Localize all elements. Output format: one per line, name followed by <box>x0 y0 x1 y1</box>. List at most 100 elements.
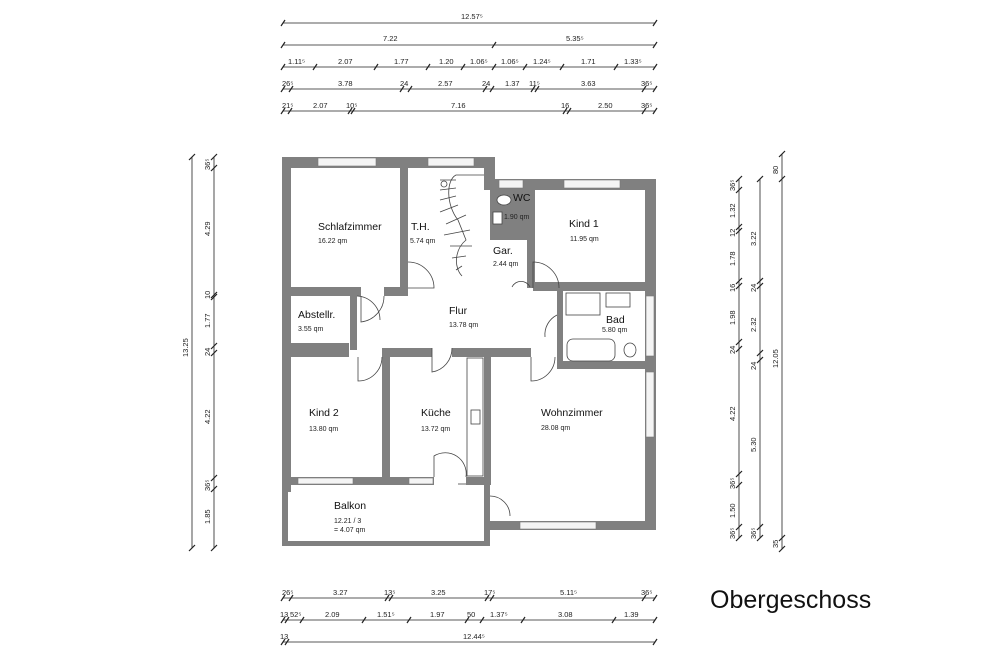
dim-right2-3: 24 <box>749 362 758 370</box>
windows <box>297 157 655 530</box>
door-schlafzimmer <box>360 295 385 323</box>
dim-top5-2: 10⁵ <box>346 101 357 110</box>
bottom-dimension-lines: 26⁵ 3.27 13⁵ 3.25 17⁵ 5.11⁵ 36⁵ 13 52⁵ 2… <box>280 588 658 646</box>
window-kueche <box>408 477 434 485</box>
room-flur-area: 13.78 qm <box>449 322 478 329</box>
toilet-bad-icon <box>623 342 637 358</box>
dim-right1-4: 16 <box>728 284 737 292</box>
room-balkon-area-2: = 4.07 qm <box>334 527 365 534</box>
dim-right1-9: 1.50 <box>728 503 737 518</box>
dim-top5-6: 36⁵ <box>641 101 652 110</box>
window-wohnzimmer <box>519 521 597 530</box>
room-th-name: T.H. <box>411 221 430 233</box>
dim-bottom2-1: 52⁵ <box>290 610 301 619</box>
dim-right1-2: 12 <box>728 229 737 237</box>
right-dimension-lines: 36⁵ 1.32 12 1.78 16 1.98 24 4.22 36⁵ 1.5… <box>728 150 786 553</box>
dim-top1-0: 12.57⁵ <box>461 12 483 21</box>
dim-right3-0: 80 <box>771 166 780 174</box>
dim-right1-1: 1.32 <box>728 203 737 218</box>
room-kueche-name: Küche <box>421 407 451 419</box>
room-schlafzimmer-name: Schlafzimmer <box>318 221 382 233</box>
dim-top4-6: 11⁵ <box>529 79 540 88</box>
dim-bottom2-7: 3.08 <box>558 610 573 619</box>
window-kind1 <box>563 179 621 189</box>
dim-top3-1: 2.07 <box>338 57 353 66</box>
dim-bottom1-1: 3.27 <box>333 588 348 597</box>
dim-top3-5: 1.06⁵ <box>501 57 519 66</box>
room-labels: Schlafzimmer 16.22 qm T.H. 5.74 qm WC 1.… <box>298 192 627 534</box>
room-gar-area: 2.44 qm <box>493 261 518 268</box>
bathtub-icon <box>566 338 616 362</box>
dim-left2-1: 4.29 <box>203 221 212 236</box>
room-kind2-area: 13.80 qm <box>309 426 338 433</box>
dim-right2-0: 3.22 <box>749 231 758 246</box>
dim-bottom2-5: 50 <box>467 610 475 619</box>
dim-left2-2: 10 <box>203 291 212 299</box>
dim-bottom1-0: 26⁵ <box>282 588 293 597</box>
plan-title: Obergeschoss <box>710 586 872 614</box>
dim-bottom2-2: 2.09 <box>325 610 340 619</box>
dim-left2-5: 4.22 <box>203 409 212 424</box>
dim-top5-5: 2.50 <box>598 101 613 110</box>
dim-top5-1: 2.07 <box>313 101 328 110</box>
window-wohnzimmer-side <box>645 371 655 438</box>
door-abstellr <box>356 295 381 321</box>
room-wohnzimmer-name: Wohnzimmer <box>541 407 603 419</box>
dim-left2-7: 1.85 <box>203 509 212 524</box>
dim-top4-8: 36⁵ <box>641 79 652 88</box>
room-balkon-area-1: 12.21 / 3 <box>334 518 361 525</box>
dim-bottom2-0: 13 <box>280 610 288 619</box>
dim-right2-1: 24 <box>749 284 758 292</box>
dim-right1-5: 1.98 <box>728 310 737 325</box>
window-th <box>427 157 475 167</box>
dim-bottom1-3: 3.25 <box>431 588 446 597</box>
dim-top4-4: 24 <box>482 79 490 88</box>
door-th <box>407 261 435 289</box>
sink-wc-icon <box>492 211 503 225</box>
dim-left2-3: 1.77 <box>203 313 212 328</box>
dim-right1-0: 36⁵ <box>728 180 737 191</box>
room-flur-name: Flur <box>449 305 468 317</box>
room-balkon-name: Balkon <box>334 500 366 512</box>
dim-left2-6: 36⁵ <box>203 480 212 491</box>
room-wc-name: WC <box>513 192 531 204</box>
dim-bottom2-3: 1.51⁵ <box>377 610 395 619</box>
dim-right3-1: 12.05 <box>771 349 780 368</box>
window-bad <box>645 295 655 357</box>
door-kind2 <box>357 356 383 382</box>
dim-right1-8: 36⁵ <box>728 478 737 489</box>
dim-bottom1-2: 13⁵ <box>384 588 395 597</box>
dim-right1-3: 1.78 <box>728 251 737 266</box>
dim-right2-4: 5.30 <box>749 437 758 452</box>
dim-top4-1: 3.78 <box>338 79 353 88</box>
room-abstellr-area: 3.55 qm <box>298 326 323 333</box>
window-wc <box>498 179 524 189</box>
dim-bottom1-6: 36⁵ <box>641 588 652 597</box>
dim-top3-4: 1.06⁵ <box>470 57 488 66</box>
door-bad <box>544 314 558 338</box>
staircase <box>439 174 484 277</box>
door-wohnzimmer-balkon <box>489 495 511 517</box>
room-gar-name: Gar. <box>493 245 513 257</box>
shower-icon <box>565 292 601 316</box>
room-kind1-area: 11.95 qm <box>570 236 599 243</box>
dim-top4-3: 2.57 <box>438 79 453 88</box>
dim-right1-6: 24 <box>728 346 737 354</box>
door-kind1 <box>532 261 560 289</box>
sink-bad-icon <box>605 292 631 308</box>
dim-top4-2: 24 <box>400 79 408 88</box>
left-dimension-lines: 13.25 36⁵ 4.29 10 1.77 24 4.22 36⁵ 1.85 <box>181 153 218 552</box>
room-kueche-area: 13.72 qm <box>421 426 450 433</box>
dim-right1-7: 4.22 <box>728 406 737 421</box>
dim-top3-3: 1.20 <box>439 57 454 66</box>
dim-bottom2-8: 1.39 <box>624 610 639 619</box>
dim-bottom3-1: 12.44⁵ <box>463 632 485 641</box>
dim-right2-5: 36⁵ <box>749 528 758 539</box>
dim-top4-5: 1.37 <box>505 79 520 88</box>
dim-top5-0: 21⁵ <box>282 101 293 110</box>
dim-top5-3: 7.16 <box>451 101 466 110</box>
kitchen-sink-icon <box>470 409 481 425</box>
window-kind2 <box>297 477 354 485</box>
room-bad-area: 5.80 qm <box>602 327 627 334</box>
